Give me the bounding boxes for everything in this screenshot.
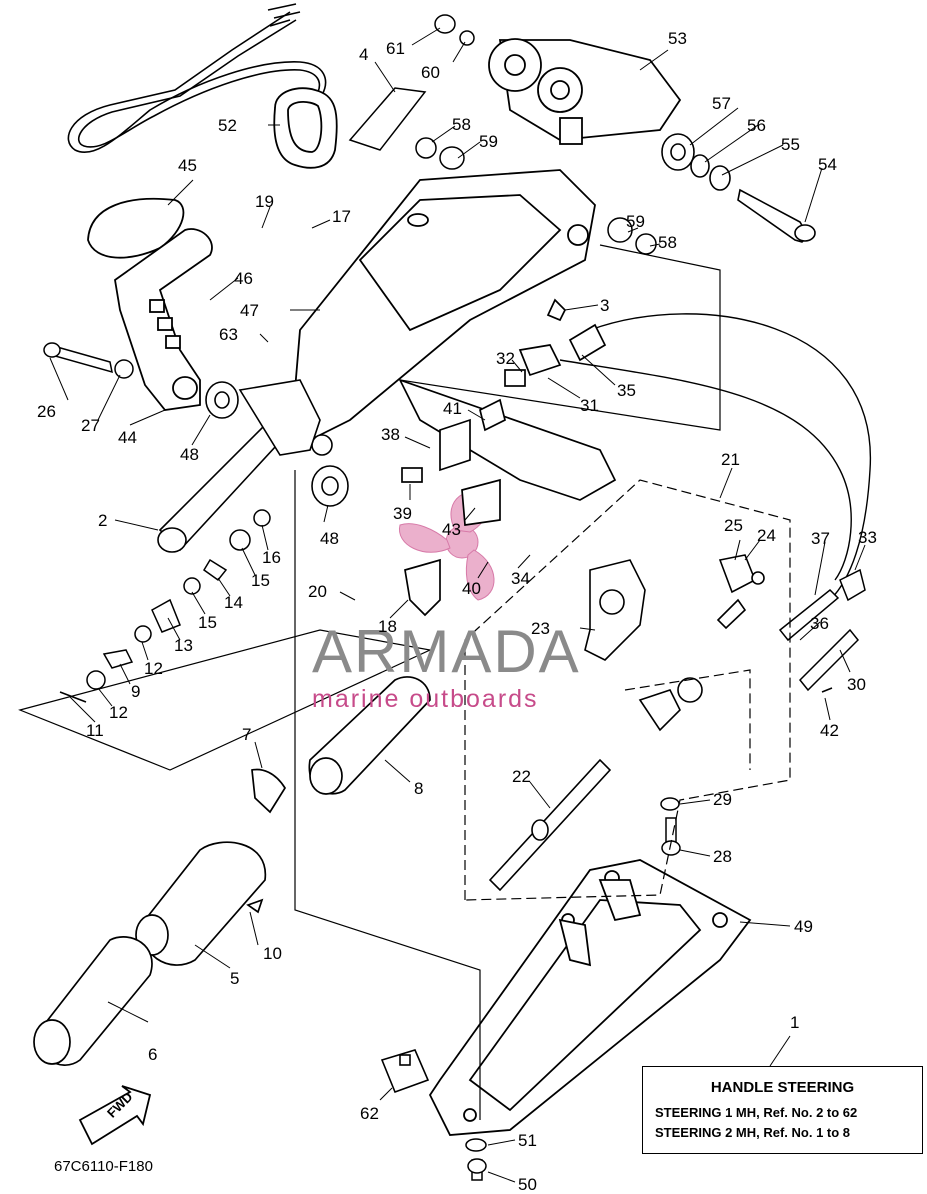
shift-rod bbox=[488, 758, 612, 892]
callout-49: 49 bbox=[794, 917, 813, 936]
callout-38: 38 bbox=[381, 425, 400, 444]
callout-29: 29 bbox=[713, 790, 732, 809]
callout-36: 36 bbox=[810, 614, 829, 633]
callout-56: 56 bbox=[747, 116, 766, 135]
callout-63: 63 bbox=[219, 325, 238, 344]
legend-row: STEERING 1 MH, Ref. No. 2 to 62 bbox=[655, 1105, 858, 1120]
bracket bbox=[488, 38, 682, 145]
callout-15b: 15 bbox=[198, 613, 217, 632]
watermark-brand: ARMADA bbox=[312, 618, 581, 685]
callout-9: 9 bbox=[131, 682, 141, 701]
callout-59a: 59 bbox=[479, 132, 498, 151]
callout-25: 25 bbox=[724, 516, 743, 535]
friction-link bbox=[157, 379, 321, 553]
callout-31: 31 bbox=[580, 396, 599, 415]
callout-18: 18 bbox=[378, 617, 397, 636]
bolt bbox=[737, 188, 809, 243]
callout-23: 23 bbox=[531, 619, 550, 638]
callout-35: 35 bbox=[617, 381, 636, 400]
callout-55: 55 bbox=[781, 135, 800, 154]
callout-14: 14 bbox=[224, 593, 243, 612]
tiller-arm bbox=[288, 169, 596, 452]
callout-46: 46 bbox=[234, 269, 253, 288]
callout-51: 51 bbox=[518, 1131, 537, 1150]
throttle-cable bbox=[67, 3, 327, 153]
fwd-arrow-icon bbox=[78, 1085, 152, 1146]
callout-12a: 12 bbox=[144, 659, 163, 678]
callout-59b: 59 bbox=[626, 212, 645, 231]
callout-8: 8 bbox=[414, 779, 424, 798]
callout-12b: 12 bbox=[109, 703, 128, 722]
callout-28: 28 bbox=[713, 847, 732, 866]
callout-17: 17 bbox=[332, 207, 351, 226]
callout-54: 54 bbox=[818, 155, 837, 174]
callout-16: 16 bbox=[262, 548, 281, 567]
callout-53: 53 bbox=[668, 29, 687, 48]
tiller-handle bbox=[87, 197, 213, 411]
callout-32: 32 bbox=[496, 349, 515, 368]
callout-61: 61 bbox=[386, 39, 405, 58]
callout-6: 6 bbox=[148, 1045, 158, 1064]
part-code: 67C6110-F180 bbox=[54, 1158, 153, 1175]
callout-57: 57 bbox=[712, 94, 731, 113]
legend-title: HANDLE STEERING bbox=[710, 1079, 855, 1096]
legend-row: STEERING 2 MH, Ref. No. 1 to 8 bbox=[655, 1125, 851, 1140]
callout-7: 7 bbox=[242, 725, 252, 744]
callout-62: 62 bbox=[360, 1104, 379, 1123]
callout-11: 11 bbox=[86, 721, 104, 740]
callout-13: 13 bbox=[174, 636, 193, 655]
callout-33: 33 bbox=[858, 528, 877, 547]
callout-3: 3 bbox=[600, 296, 610, 315]
callout-34: 34 bbox=[511, 569, 530, 588]
callout-58b: 58 bbox=[658, 233, 677, 252]
callout-44: 44 bbox=[118, 428, 137, 447]
callout-52: 52 bbox=[218, 116, 237, 135]
callout-22: 22 bbox=[512, 767, 531, 786]
callout-47: 47 bbox=[240, 301, 259, 320]
callout-20: 20 bbox=[308, 582, 327, 601]
callout-42: 42 bbox=[820, 721, 839, 740]
legend-box: HANDLE STEERING STEERING 1 MH, Ref. No. … bbox=[642, 1066, 923, 1154]
callout-37: 37 bbox=[811, 529, 830, 548]
callout-5: 5 bbox=[230, 969, 240, 988]
callout-1: 1 bbox=[790, 1013, 800, 1032]
callout-39: 39 bbox=[393, 504, 412, 523]
grommet bbox=[273, 87, 338, 169]
bottom-cowl bbox=[428, 859, 752, 1136]
callout-48a: 48 bbox=[180, 445, 199, 464]
callout-4: 4 bbox=[359, 45, 369, 64]
callout-10: 10 bbox=[263, 944, 282, 963]
callout-26: 26 bbox=[37, 402, 56, 421]
callout-50: 50 bbox=[518, 1175, 537, 1194]
callout-45: 45 bbox=[178, 156, 197, 175]
callout-15a: 15 bbox=[251, 571, 270, 590]
callout-40: 40 bbox=[462, 579, 481, 598]
callout-48b: 48 bbox=[320, 529, 339, 548]
callout-58a: 58 bbox=[452, 115, 471, 134]
callout-19: 19 bbox=[255, 192, 274, 211]
callout-24: 24 bbox=[757, 526, 776, 545]
callout-41: 41 bbox=[443, 399, 462, 418]
callout-43: 43 bbox=[442, 520, 461, 539]
callout-27: 27 bbox=[81, 416, 100, 435]
callout-30: 30 bbox=[847, 675, 866, 694]
watermark-tagline: marine outboards bbox=[312, 685, 539, 713]
friction-knob bbox=[404, 558, 441, 617]
callout-60: 60 bbox=[421, 63, 440, 82]
callout-21: 21 bbox=[721, 450, 740, 469]
callout-2: 2 bbox=[98, 511, 108, 530]
